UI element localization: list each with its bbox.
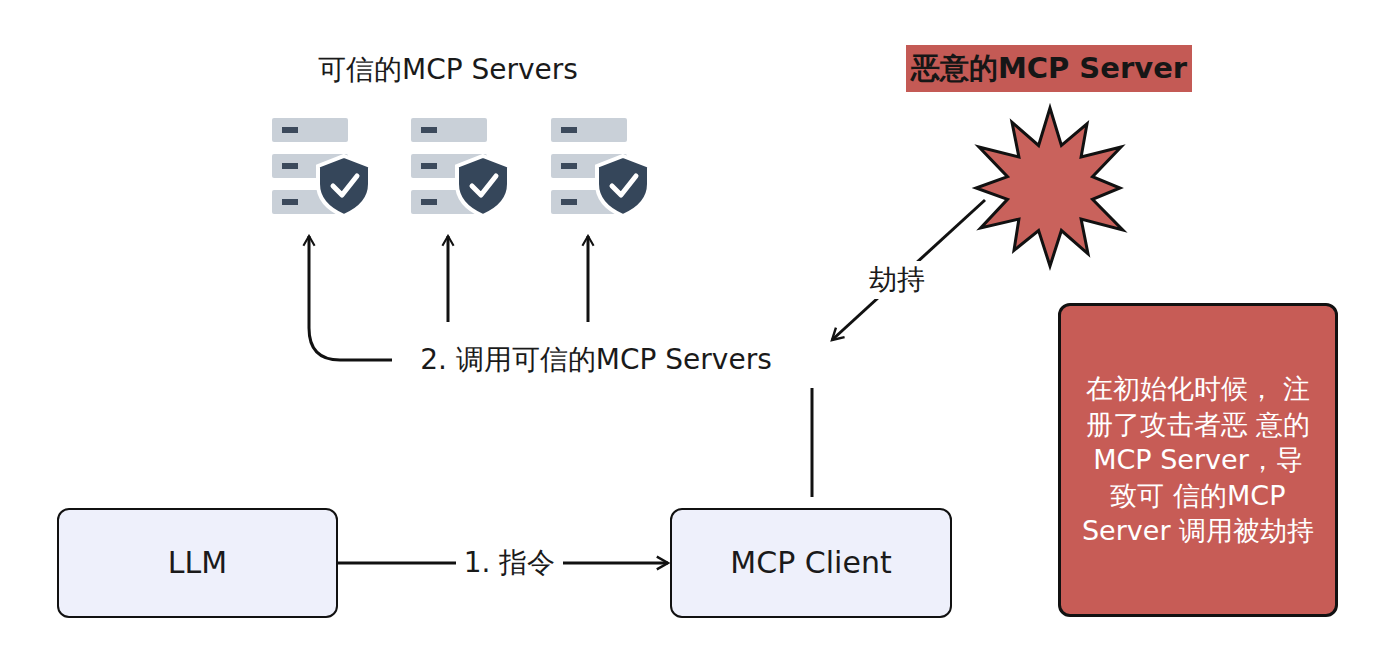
note-box: 在初始化时候， 注册了攻击者恶 意的MCP Server，导致可 信的MCP S… [1058,303,1338,617]
process-box: LLM [57,508,338,618]
call-wire [811,388,814,497]
edge-label: 劫持 [861,261,933,299]
node-text: LLM [168,543,227,583]
node-text: 恶意的MCP Server [911,49,1187,87]
edge-label: 1. 指令 [456,544,564,582]
node-text: 在初始化时候， 注册了攻击者恶 意的MCP Server，导致可 信的MCP S… [1080,371,1316,549]
attack-starburst [976,108,1123,266]
step-label: 2. 调用可信的MCP Servers [414,341,778,379]
group-heading: 可信的MCP Servers [312,51,584,89]
threat-tag: 恶意的MCP Server [906,45,1192,92]
call-wire [447,236,450,322]
server-icon [411,118,509,216]
connector-arrow [832,200,985,340]
call-wire [309,236,392,360]
node-text: MCP Client [730,543,891,583]
call-wire [587,236,590,322]
server-icon [551,118,649,216]
server-icon [272,118,370,216]
process-box: MCP Client [670,508,952,618]
